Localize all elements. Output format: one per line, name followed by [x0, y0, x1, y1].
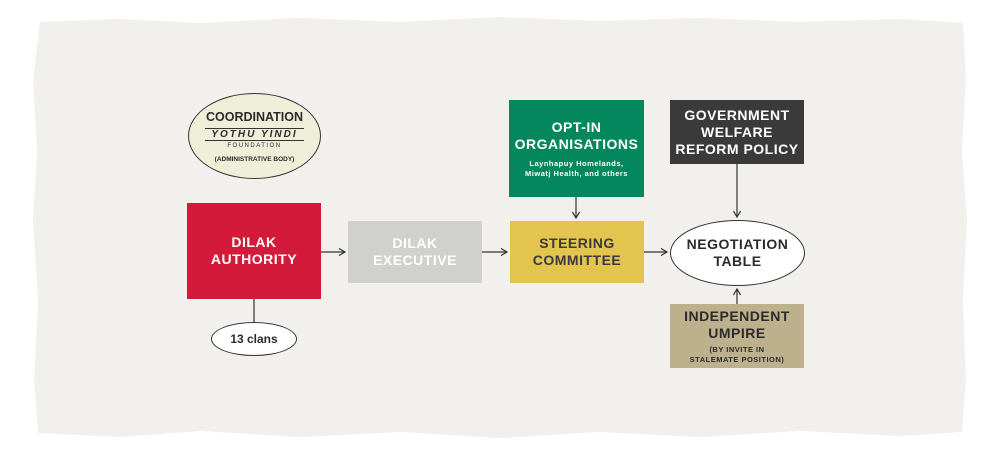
dilak-authority-line1: DILAK: [231, 234, 277, 250]
government-line3: REFORM POLICY: [675, 140, 799, 157]
coordination-node: COORDINATION YOTHU YINDI FOUNDATION (ADM…: [188, 93, 321, 179]
optin-organisations-node: OPT-IN ORGANISATIONS Laynhapuy Homelands…: [509, 100, 644, 197]
negotiation-table-node: NEGOTIATION TABLE: [670, 220, 805, 286]
coordination-note: (ADMINISTRATIVE BODY): [214, 155, 295, 163]
clans-node: 13 clans: [211, 322, 297, 356]
government-line2: WELFARE: [701, 123, 773, 140]
steering-line2: COMMITTEE: [532, 252, 622, 268]
dilak-executive-node: DILAK EXECUTIVE: [348, 221, 482, 283]
optin-sub1: Laynhapuy Homelands,: [529, 158, 624, 168]
umpire-sub2: STALEMATE POSITION): [689, 354, 785, 364]
government-policy-node: GOVERNMENT WELFARE REFORM POLICY: [670, 100, 804, 164]
umpire-line2: UMPIRE: [708, 324, 766, 341]
steering-committee-node: STEERING COMMITTEE: [510, 221, 644, 283]
dilak-authority-line2: AUTHORITY: [210, 251, 298, 267]
independent-umpire-node: INDEPENDENT UMPIRE (BY INVITE IN STALEMA…: [670, 304, 804, 368]
coordination-title: COORDINATION: [206, 109, 303, 124]
clans-label: 13 clans: [230, 332, 278, 346]
dilak-executive-line1: DILAK: [392, 235, 438, 251]
dilak-authority-node: DILAK AUTHORITY: [187, 203, 321, 299]
optin-line2: ORGANISATIONS: [514, 135, 639, 152]
negotiation-line2: TABLE: [713, 253, 762, 269]
optin-line1: OPT-IN: [551, 118, 602, 135]
foundation-label: FOUNDATION: [227, 142, 282, 149]
negotiation-line1: NEGOTIATION: [686, 236, 789, 252]
government-line1: GOVERNMENT: [684, 106, 790, 123]
umpire-sub1: (BY INVITE IN: [709, 344, 765, 354]
steering-line1: STEERING: [539, 235, 615, 251]
dilak-executive-line2: EXECUTIVE: [373, 252, 457, 268]
optin-sub2: Miwatj Health, and others: [525, 168, 628, 178]
umpire-line1: INDEPENDENT: [684, 307, 790, 324]
yothu-yindi-logo: YOTHU YINDI: [205, 127, 304, 141]
